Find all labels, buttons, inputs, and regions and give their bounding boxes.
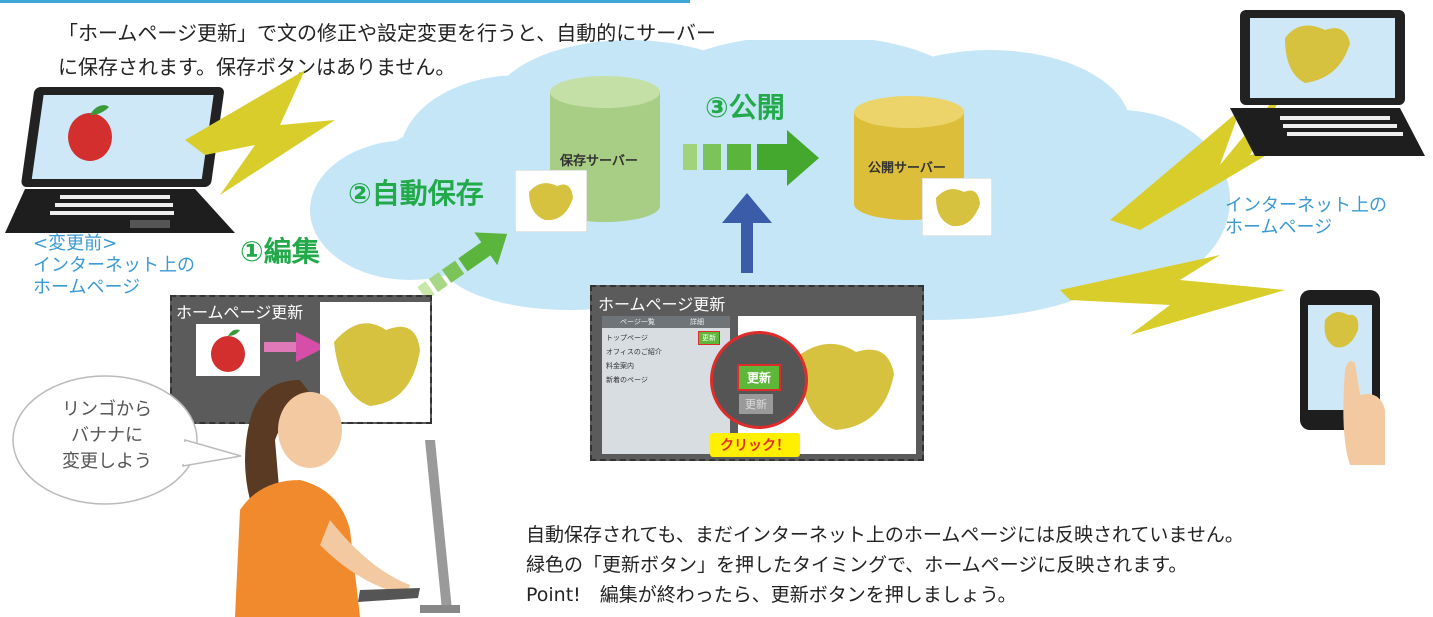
woman-at-computer-icon (235, 380, 460, 617)
step-publish-label: ③公開 (705, 91, 785, 124)
page-row-office[interactable]: オフィスのご紹介 (606, 348, 662, 356)
speech-text: リンゴから バナナに 変更しよう (62, 399, 152, 472)
gray-update-button: 更新 (739, 394, 773, 414)
bottom-explanation: 自動保存されても、まだインターネット上のホームページには反映されていません。 緑… (526, 524, 1244, 606)
laptop-before-icon (5, 87, 235, 233)
small-update-button[interactable]: 更新 (698, 331, 720, 345)
public-server-label: 公開サーバー (868, 161, 946, 176)
autosave-arrow-icon (417, 232, 508, 301)
apple-thumb (196, 324, 260, 376)
update-panel: ホームページ更新 ページ一覧 詳細 トップページ オフィスのご紹介 料金案内 新… (590, 285, 924, 461)
update-up-arrow-icon (722, 193, 772, 273)
magnifier-circle: 更新 更新 (710, 331, 808, 429)
after-caption: インターネット上の ホームページ (1225, 195, 1387, 238)
banana-preview-icon (798, 343, 894, 430)
lightning-right-bottom-icon (1060, 255, 1285, 335)
update-panel-title: ホームページ更新 (598, 295, 726, 314)
lightning-left-icon (185, 70, 335, 195)
tab-detail[interactable]: 詳細 (690, 318, 704, 326)
banana-edit-area (320, 302, 430, 422)
save-server-label: 保存サーバー (560, 154, 638, 169)
editor-panel-title: ホームページ更新 (176, 303, 304, 322)
page-list-tabs: ページ一覧 詳細 (602, 316, 730, 328)
before-caption: <変更前> インターネット上の ホームページ (33, 233, 195, 298)
banana-large-icon (334, 323, 420, 406)
page-row-price[interactable]: 料金案内 (606, 362, 634, 370)
step-autosave-label: ②自動保存 (348, 177, 484, 210)
top-accent-line (0, 0, 690, 3)
intro-text: 「ホームページ更新」で文の修正や設定変更を行うと、自動的にサーバー に保存されま… (58, 21, 716, 79)
laptop-after-icon (1230, 10, 1425, 156)
step-edit-label: ①編集 (240, 235, 320, 268)
big-update-button[interactable]: 更新 (737, 364, 782, 391)
page-row-top[interactable]: トップページ (606, 334, 648, 342)
lightning-right-top-icon (1110, 80, 1290, 230)
replace-arrow-icon (264, 332, 326, 362)
page-row-new[interactable]: 新着のページ (606, 376, 648, 384)
speech-bubble (12, 375, 242, 505)
click-label: クリック！ (710, 433, 800, 457)
page-list: ページ一覧 詳細 トップページ オフィスのご紹介 料金案内 新着のページ 更新 (602, 316, 730, 454)
apple-icon (211, 329, 245, 372)
smartphone-icon (1300, 290, 1385, 465)
tab-page-list[interactable]: ページ一覧 (620, 318, 655, 326)
banana-thumb-public-icon (922, 178, 992, 236)
publish-arrow-icon (683, 130, 819, 186)
banana-thumb-save-icon (515, 170, 587, 232)
